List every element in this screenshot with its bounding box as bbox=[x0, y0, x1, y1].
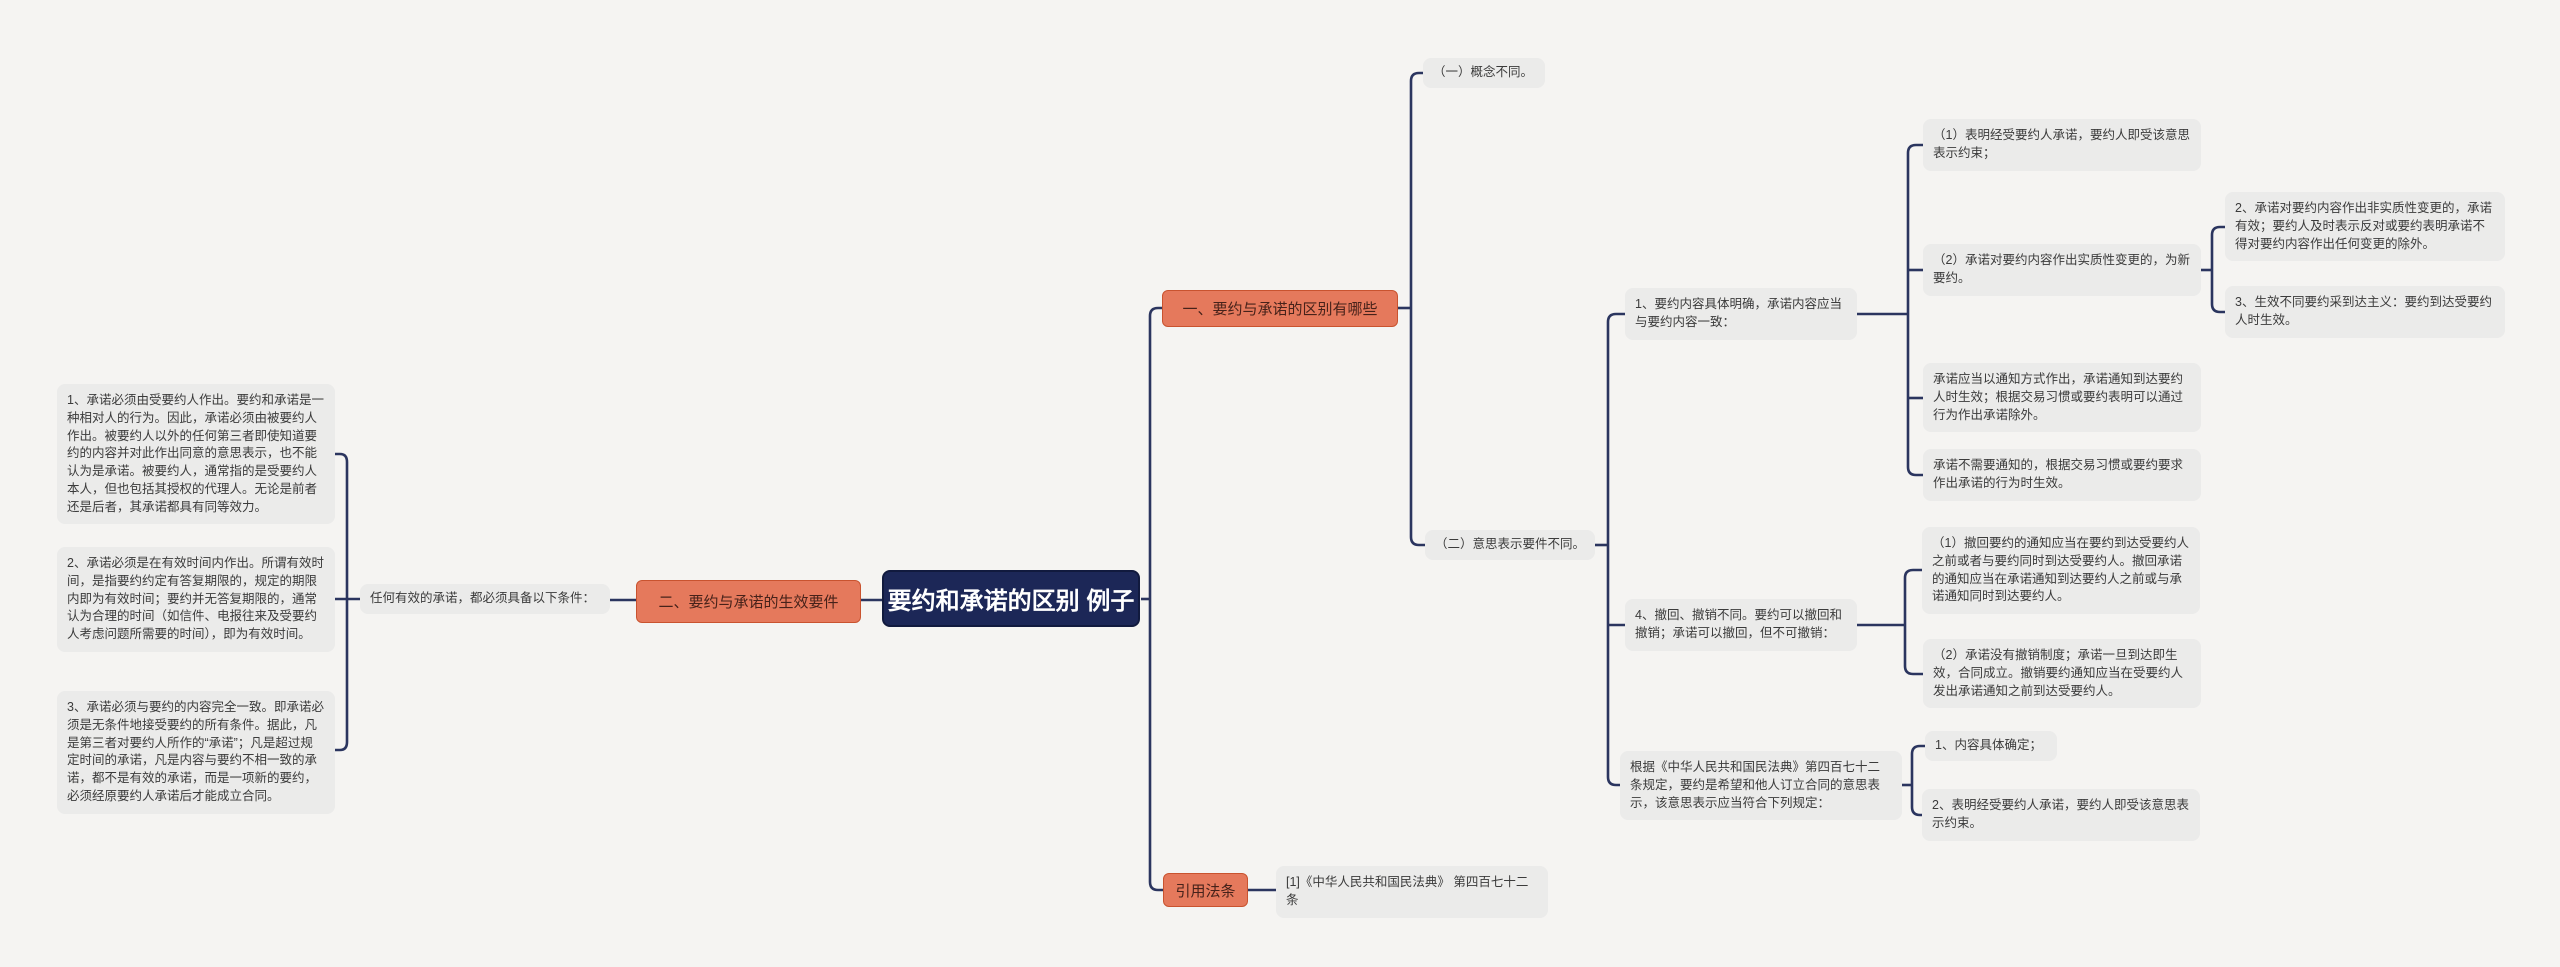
node-content-specific[interactable]: 1、内容具体确定； bbox=[1925, 731, 2057, 761]
node-statute-reference[interactable]: [1]《中华人民共和国民法典》 第四百七十二条 bbox=[1276, 866, 1548, 918]
node-offer-content-clear[interactable]: 1、要约内容具体明确，承诺内容应当与要约内容一致： bbox=[1625, 288, 1857, 340]
node-bound-by-intent[interactable]: 2、表明经受要约人承诺，要约人即受该意思表示约束。 bbox=[1922, 789, 2200, 841]
node-expression-difference[interactable]: （二）意思表示要件不同。 bbox=[1425, 530, 1595, 560]
topic-cited-statute[interactable]: 引用法条 bbox=[1163, 873, 1248, 907]
node-acceptance-no-revocation[interactable]: （2）承诺没有撤销制度；承诺一旦到达即生效，合同成立。撤销要约通知应当在受要约人… bbox=[1923, 639, 2201, 709]
node-substantial-change-new-offer[interactable]: （2）承诺对要约内容作出实质性变更的，为新要约。 bbox=[1923, 244, 2201, 296]
note-acceptance-by-offeree[interactable]: 1、承诺必须由受要约人作出。要约和承诺是一种相对人的行为。因此，承诺必须由被要约… bbox=[57, 384, 335, 525]
node-withdraw-notice-rule[interactable]: （1）撤回要约的通知应当在要约到达受要约人之前或者与要约同时到达受要约人。撤回承… bbox=[1922, 527, 2200, 614]
node-bound-by-acceptance[interactable]: （1）表明经受要约人承诺，要约人即受该意思表示约束； bbox=[1923, 119, 2201, 171]
node-acceptance-by-conduct[interactable]: 承诺不需要通知的，根据交易习惯或要约要求作出承诺的行为时生效。 bbox=[1923, 449, 2201, 501]
note-acceptance-within-time[interactable]: 2、承诺必须是在有效时间内作出。所谓有效时间，是指要约约定有答复期限的，规定的期… bbox=[57, 547, 335, 652]
node-acceptance-by-notice[interactable]: 承诺应当以通知方式作出，承诺通知到达要约人时生效；根据交易习惯或要约表明可以通过… bbox=[1923, 363, 2201, 433]
node-withdraw-revoke-difference[interactable]: 4、撤回、撤销不同。要约可以撤回和撤销；承诺可以撤回，但不可撤销： bbox=[1625, 599, 1857, 651]
topic-effective-requirements[interactable]: 二、要约与承诺的生效要件 bbox=[636, 580, 861, 623]
note-acceptance-identical-content[interactable]: 3、承诺必须与要约的内容完全一致。即承诺必须是无条件地接受要约的所有条件。据此，… bbox=[57, 691, 335, 814]
node-valid-acceptance-conditions[interactable]: 任何有效的承诺，都必须具备以下条件： bbox=[360, 584, 610, 614]
node-non-substantial-change-valid[interactable]: 2、承诺对要约内容作出非实质性变更的，承诺有效；要约人及时表示反对或要约表明承诺… bbox=[2225, 192, 2505, 262]
node-effective-on-arrival[interactable]: 3、生效不同要约采到达主义：要约到达受要约人时生效。 bbox=[2225, 286, 2505, 338]
node-concept-difference[interactable]: （一）概念不同。 bbox=[1423, 58, 1545, 88]
topic-offer-acceptance-differences[interactable]: 一、要约与承诺的区别有哪些 bbox=[1162, 290, 1398, 327]
root-node-topic[interactable]: 要约和承诺的区别 例子 bbox=[882, 570, 1140, 627]
node-civil-code-article-472[interactable]: 根据《中华人民共和国民法典》第四百七十二条规定，要约是希望和他人订立合同的意思表… bbox=[1620, 751, 1902, 821]
